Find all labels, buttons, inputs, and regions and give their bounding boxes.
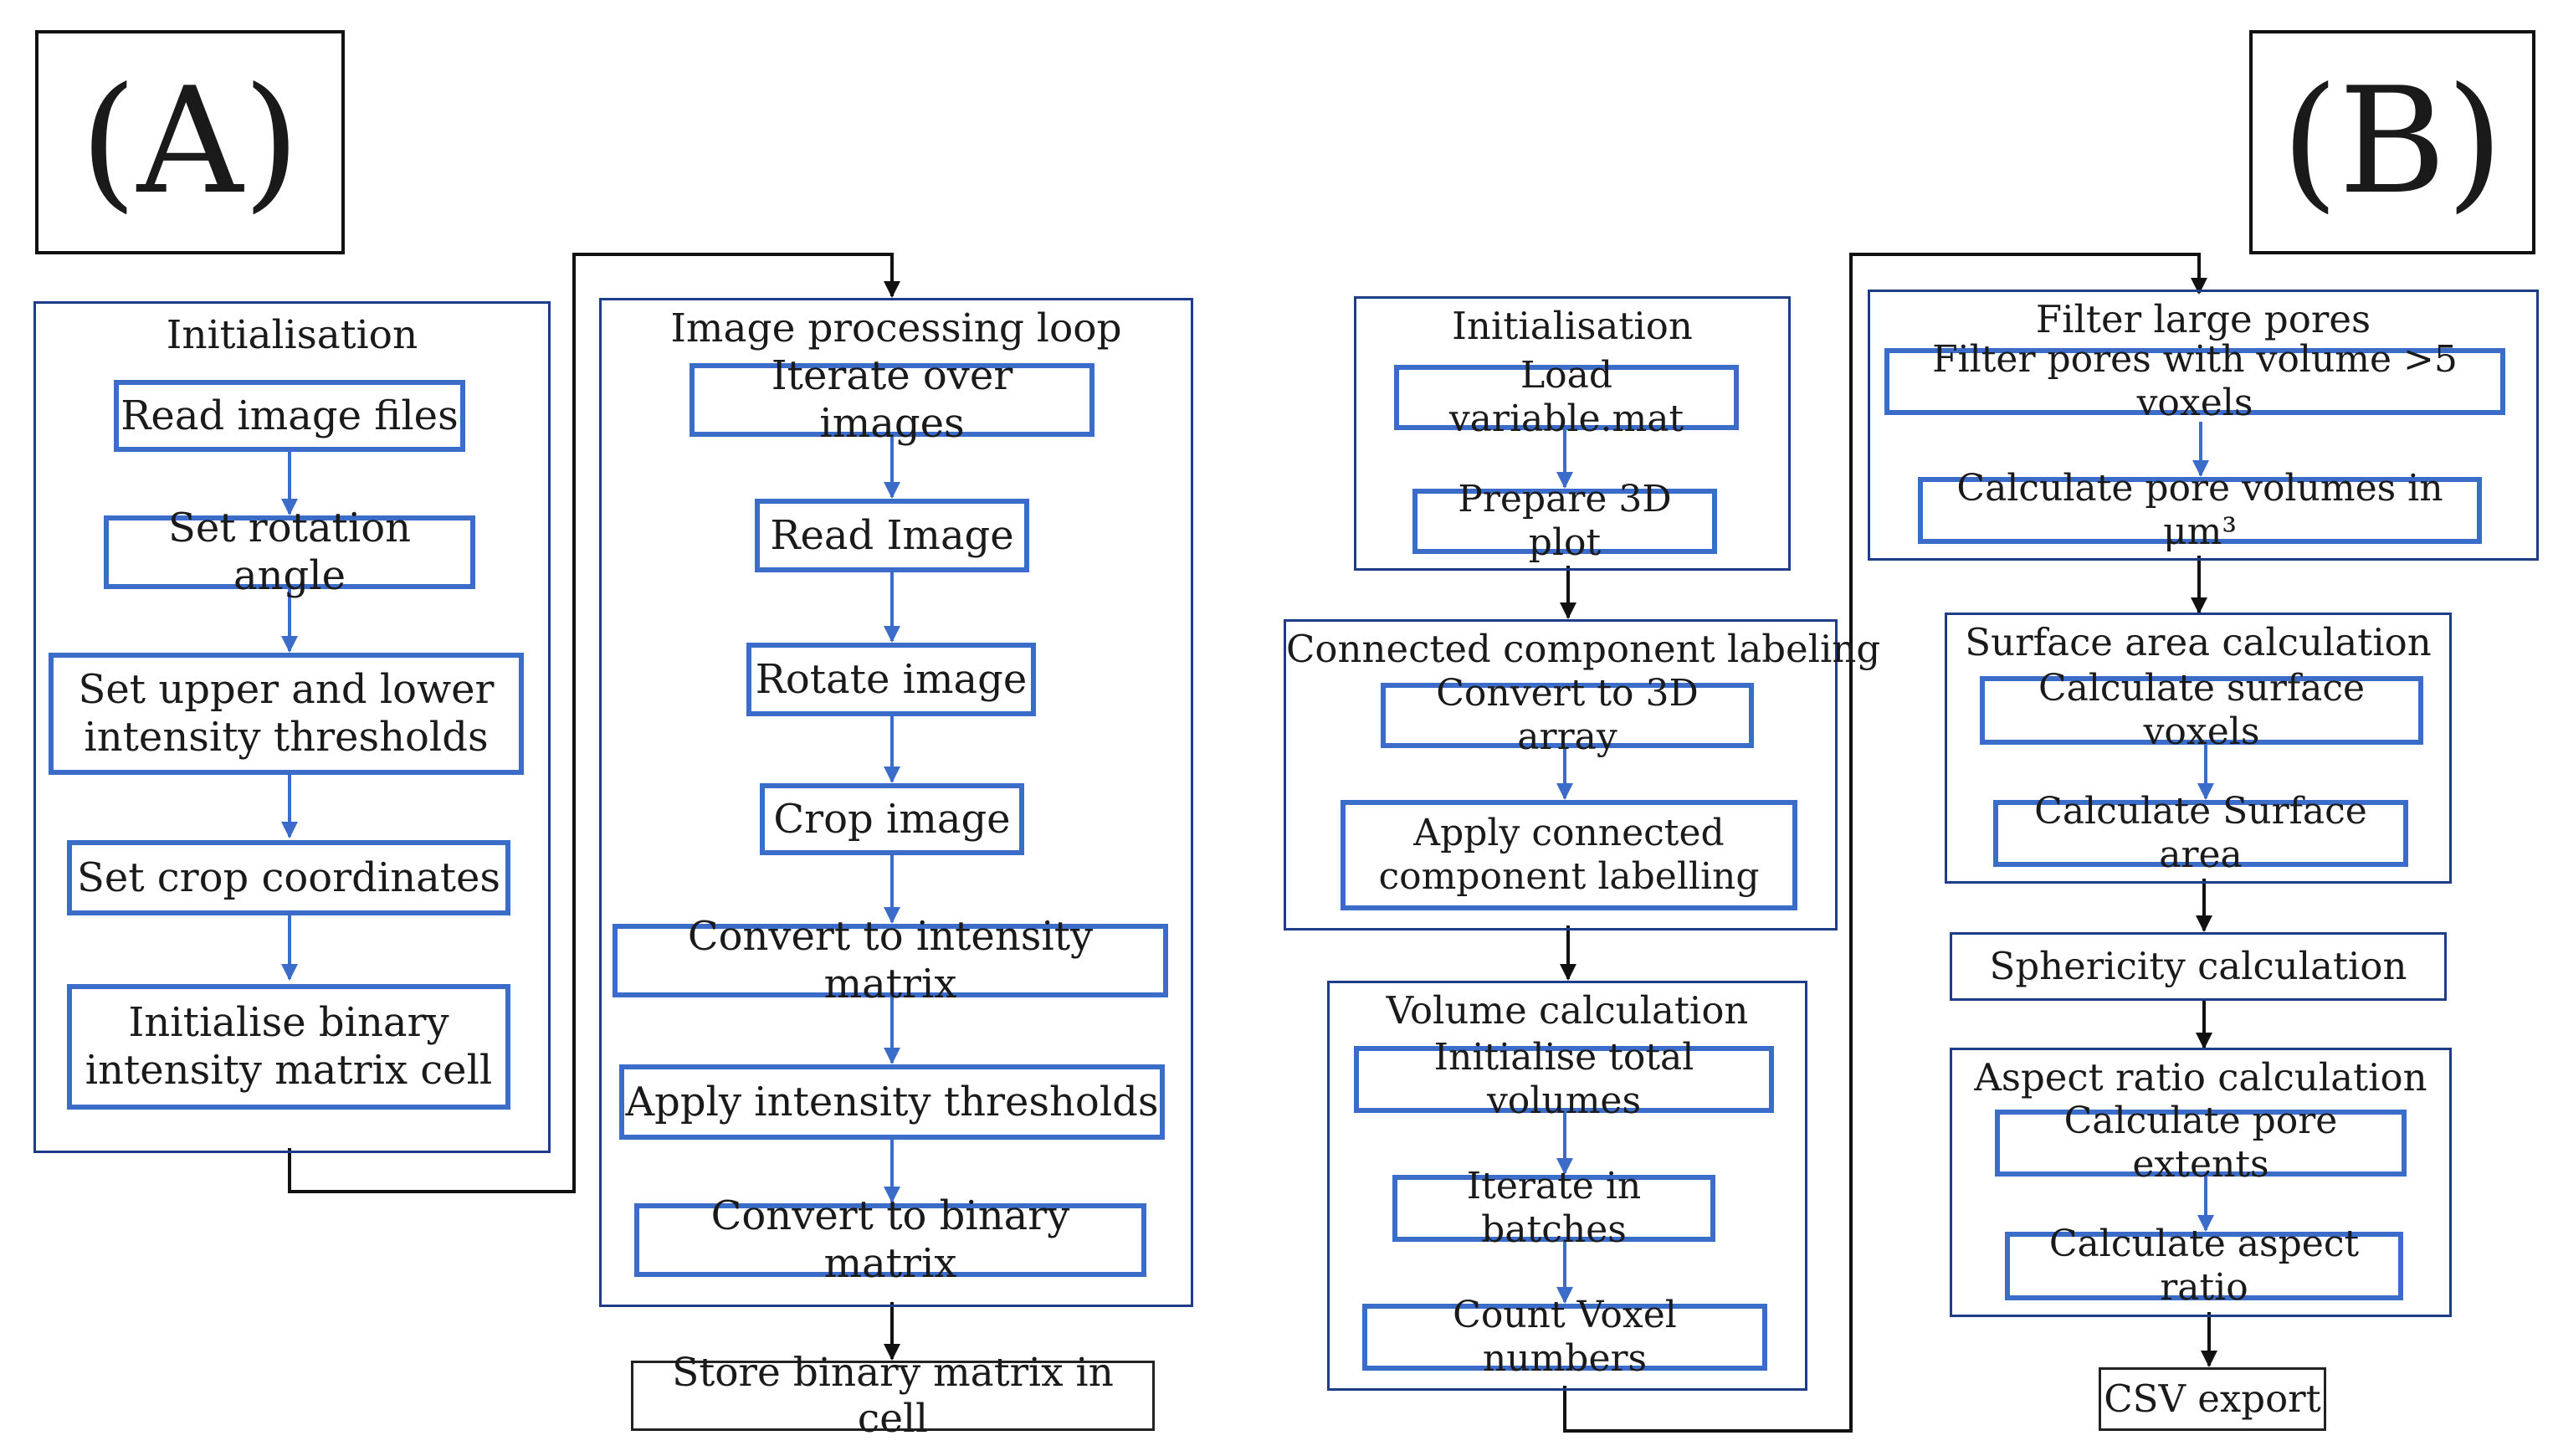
group-title: Volume calculation [1386,988,1749,1033]
panel-b-black-connectors [1560,253,2217,1433]
step-set-intensity-thresholds: Set upper and lower intensity thresholds [49,653,524,775]
group-title: Filter large pores [2035,297,2371,341]
step-sphericity-calculation: Sphericity calculation [1950,932,2447,1001]
step-read-image-files: Read image files [114,380,465,452]
panel-label-b: (B) [2249,30,2535,254]
step-store-binary-matrix: Store binary matrix in cell [631,1350,1155,1442]
panel-label-a: (A) [35,30,345,254]
step-initialise-binary-matrix-cell: Initialise binary intensity matrix cell [67,984,510,1110]
panel-a-black-connectors [288,253,900,1361]
step-filter-pores-volume: Filter pores with volume >5 voxels [1884,338,2505,424]
step-initialise-total-volumes: Initialise total volumes [1354,1036,1774,1122]
group-title: Aspect ratio calculation [1974,1055,2427,1100]
step-crop-image: Crop image [760,783,1024,855]
group-title: Initialisation [166,312,418,358]
panel-a-processing-loop-group: Image processing loop [599,298,1193,1307]
step-calculate-pore-volumes: Calculate pore volumes in μm³ [1918,467,2482,553]
step-calculate-pore-extents: Calculate pore extents [1995,1100,2407,1186]
step-count-voxel-numbers: Count Voxel numbers [1362,1294,1767,1380]
step-set-crop-coordinates: Set crop coordinates [67,840,510,915]
step-set-rotation-angle: Set rotation angle [104,505,475,599]
group-title: Image processing loop [670,305,1122,351]
step-load-variable-mat: Load variable.mat [1394,354,1739,440]
step-iterate-in-batches: Iterate in batches [1392,1165,1715,1251]
step-rotate-image: Rotate image [746,643,1036,716]
panel-b-surface-area-group: Surface area calculation [1945,613,2452,884]
panel-b-volume-group: Volume calculation [1327,981,1807,1391]
step-calculate-surface-area: Calculate Surface area [1993,790,2408,876]
group-title: Initialisation [1452,304,1693,348]
step-calculate-surface-voxels: Calculate surface voxels [1980,667,2423,753]
step-convert-to-intensity-matrix: Convert to intensity matrix [613,913,1168,1007]
panel-b-filter-pores-group: Filter large pores [1868,290,2539,561]
panel-a-initialisation-group: Initialisation [33,301,551,1153]
step-read-image: Read Image [755,499,1029,572]
step-calculate-aspect-ratio: Calculate aspect ratio [2005,1223,2403,1309]
step-iterate-over-images: Iterate over images [690,352,1095,447]
step-prepare-3d-plot: Prepare 3D plot [1412,478,1717,564]
panel-b-connected-component-group: Connected component labeling [1284,619,1881,931]
panel-b-initialisation-group: Initialisation [1354,296,1791,571]
group-title: Surface area calculation [1965,620,2432,664]
step-apply-intensity-thresholds: Apply intensity thresholds [619,1064,1165,1140]
step-csv-export: CSV export [2099,1367,2326,1431]
panel-b-blue-arrows [1556,422,2214,1304]
step-convert-to-3d-array: Convert to 3D array [1381,672,1754,758]
panel-b-aspect-ratio-group: Aspect ratio calculation [1950,1048,2452,1317]
group-title: Connected component labeling [1286,627,1881,671]
step-apply-connected-component-labelling: Apply connected component labelling [1341,800,1797,910]
step-convert-to-binary-matrix: Convert to binary matrix [634,1192,1146,1287]
